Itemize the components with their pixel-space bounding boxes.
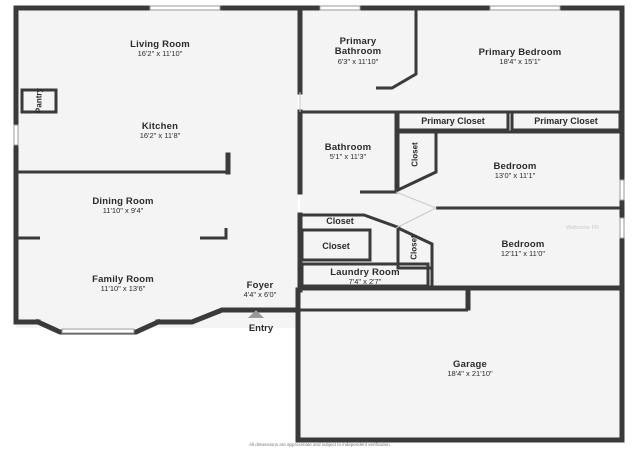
primary-bathroom-name: Primary Bathroom [334,36,382,58]
bathroom-label: Bathroom 5'1" x 11'3" [308,142,388,162]
disclaimer: All dimensions are approximate and subje… [248,442,392,447]
bedroom-2-label: Bedroom 12'11" x 11'0" [478,239,568,259]
primary-bathroom-label: Primary Bathroom 6'3" x 11'10" [318,36,398,66]
family-room-name: Family Room [92,274,154,285]
bay-window [61,328,135,334]
closet-top-label: Closet [326,216,354,226]
primary-closet-2-box [510,110,622,132]
foyer-name: Foyer [246,280,274,291]
bedroom-2-name: Bedroom [501,239,545,250]
living-room-label: Living Room 16'2" x 11'10" [110,39,210,59]
kitchen-name: Kitchen [141,121,179,132]
laundry-room-name: Laundry Room [330,267,400,278]
laundry-room-dims: 7'4" x 2'7" [348,277,382,287]
bedroom-1-name: Bedroom [493,161,537,172]
dining-room-dims: 11'10" x 9'4" [102,206,144,216]
closet-vertical-1-box [396,130,438,193]
closet-vertical-2-label: Closet [409,235,419,260]
pantry-box [20,88,58,114]
primary-closet-2-label: Primary Closet [534,116,598,126]
window-primary-bath [319,5,361,11]
bathroom-name: Bathroom [324,142,372,153]
main-floor-area [16,8,298,328]
bedroom-1-label: Bedroom 13'0" x 11'1" [470,161,560,181]
foyer-label: Foyer 4'4" x 6'0" [230,280,290,300]
bedroom-wing-floor [300,8,622,288]
primary-bedroom-label: Primary Bedroom 18'4" x 15'1" [460,47,580,67]
laundry-room-label: Laundry Room 7'4" x 2'7" [310,267,420,287]
primary-bathroom-dims: 6'3" x 11'10" [337,56,379,66]
kitchen-label: Kitchen 16'2" x 11'8" [110,121,210,141]
entry-arrow-icon [248,310,264,318]
wall-left [13,5,41,325]
window-kitchen [13,124,19,146]
garage-dims: 18'4" x 21'10" [447,369,493,379]
primary-bedroom-dims: 18'4" x 15'1" [499,57,541,67]
hall-door-swing [395,191,438,229]
garage-label: Garage 18'4" x 21'10" [420,359,520,379]
closet-mid-label: Closet [322,241,350,251]
bedroom-2-dims: 12'11" x 11'0" [500,249,546,259]
wall-garage [295,287,625,443]
window-bedroom-1 [619,179,625,201]
dining-room-name: Dining Room [92,196,154,207]
window-primary-bed [489,5,561,11]
dining-room-label: Dining Room 11'10" x 9'4" [68,196,178,216]
bathroom-dims: 5'1" x 11'3" [329,152,367,162]
window-living-top [149,5,221,11]
wall-closet-top [300,213,401,230]
primary-closet-1-label: Primary Closet [421,116,485,126]
primary-bedroom-name: Primary Bedroom [478,47,562,58]
wall-primary-bath [376,8,418,90]
wall-dining-right-stub [200,228,228,240]
closet-mid-box [300,228,372,262]
foyer-dims: 4'4" x 6'0" [243,290,277,300]
entry-label: Entry [248,323,274,334]
garage-floor [300,290,622,440]
primary-closet-1-box [396,110,510,132]
bedroom-1-dims: 13'0" x 11'1" [494,171,536,181]
family-room-label: Family Room 11'10" x 13'6" [68,274,178,294]
living-room-dims: 16'2" x 11'10" [137,49,183,59]
window-bedroom-2 [619,217,625,239]
family-room-dims: 11'10" x 13'6" [100,284,146,294]
closet-vertical-1-label: Closet [410,142,420,167]
wall-front [155,307,301,325]
garage-name: Garage [453,359,487,370]
living-room-name: Living Room [130,39,190,50]
watermark: Wellcome FR [566,225,599,231]
kitchen-dims: 16'2" x 11'8" [139,131,181,141]
pantry-label: Pantry [34,88,44,113]
